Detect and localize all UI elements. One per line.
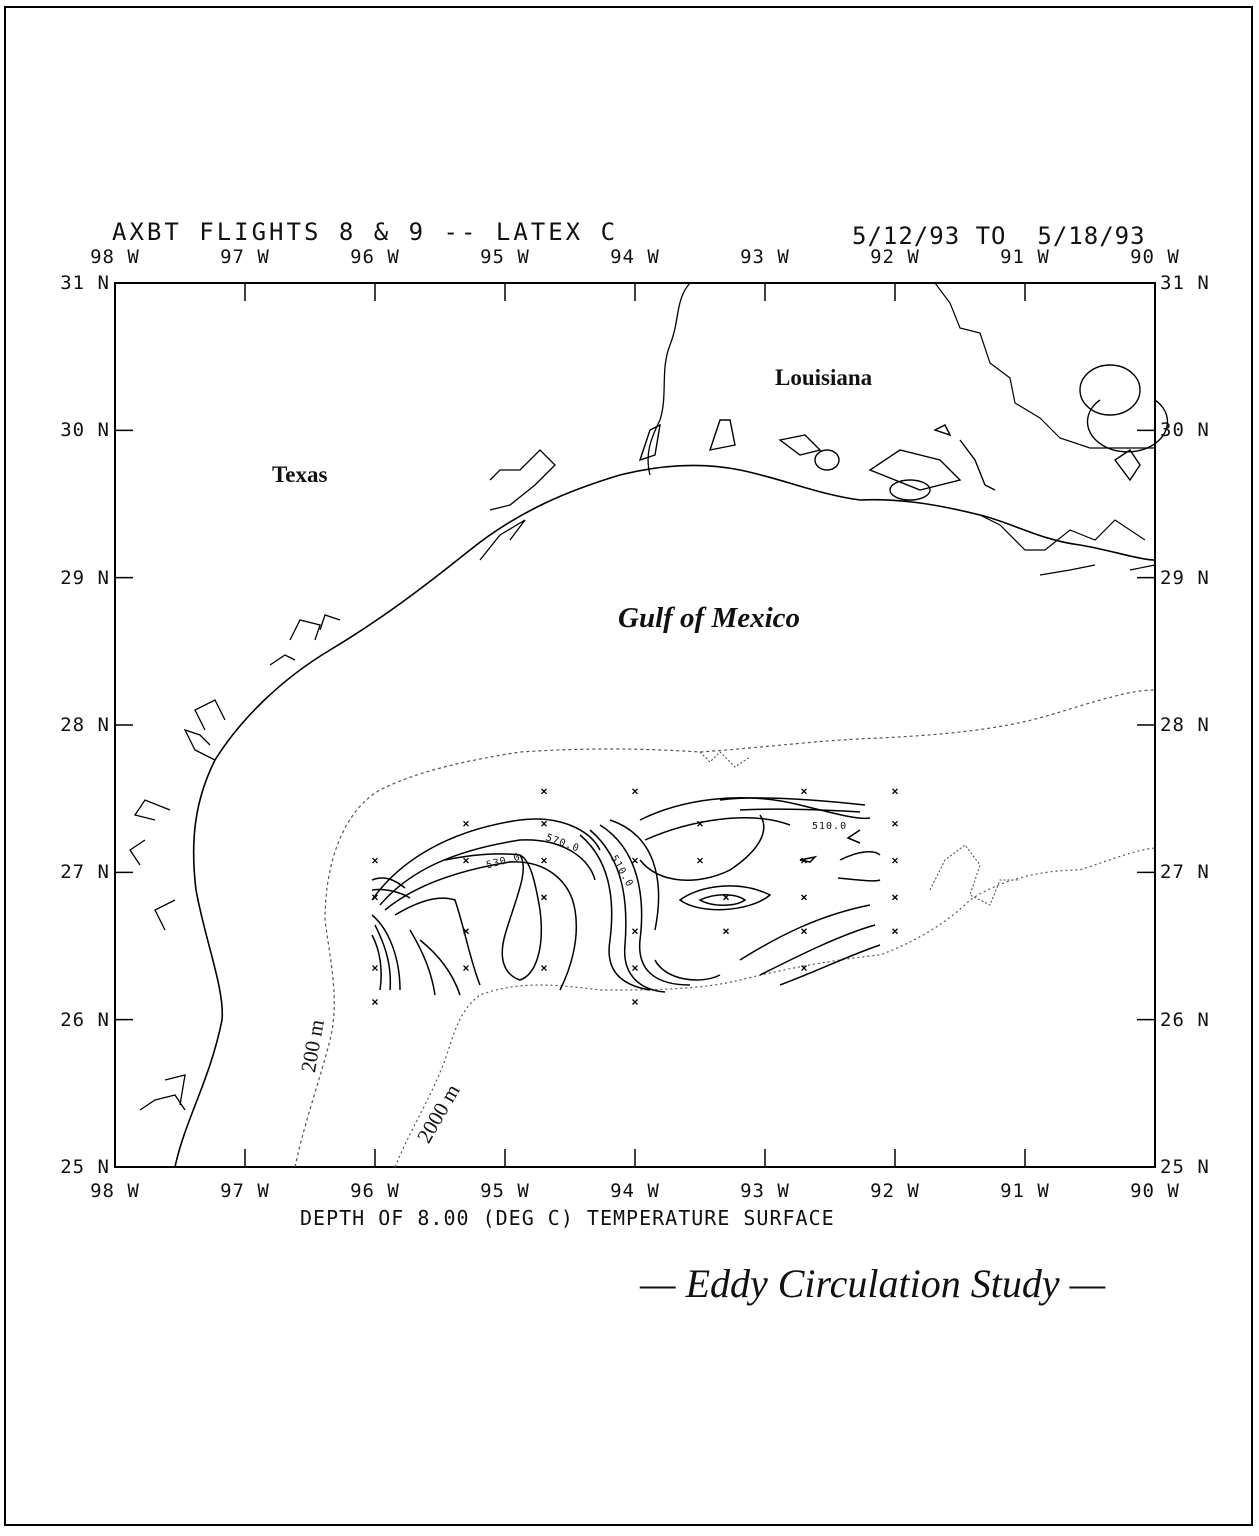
- station-marker: [723, 928, 729, 935]
- tick-label: 27 N: [60, 861, 110, 884]
- station-marker: [723, 894, 729, 901]
- station-marker: [801, 857, 807, 864]
- station-marker: [463, 928, 469, 935]
- tick-label: 28 N: [1160, 714, 1210, 736]
- station-marker: [632, 788, 638, 795]
- station-marker: [541, 820, 547, 827]
- tick-label: 26 N: [1160, 1008, 1210, 1031]
- plot-frame: [114, 282, 1156, 1168]
- river: [647, 282, 691, 476]
- tick-label: 30 N: [1160, 419, 1210, 442]
- station-marker: [372, 857, 378, 864]
- station-marker: [697, 820, 703, 827]
- station-marker: [892, 788, 898, 795]
- label-louisiana: Louisiana: [775, 365, 873, 390]
- tick-label: 31 N: [60, 272, 110, 294]
- tick-label: 98 W: [90, 246, 140, 268]
- tick-label: 94 W: [610, 246, 660, 268]
- station-marker: [541, 965, 547, 972]
- station-marker: [372, 999, 378, 1005]
- station-marker: [801, 965, 807, 972]
- station-marker: [463, 965, 469, 972]
- tick-label: 92 W: [870, 1180, 920, 1202]
- station-marker: [372, 894, 378, 901]
- tick-label: 27 N: [1160, 861, 1210, 884]
- sabine-lake: [638, 423, 661, 462]
- caption: — Eddy Circulation Study —: [640, 1261, 1106, 1306]
- tick-label: 31 N: [1160, 272, 1210, 294]
- station-marker: [463, 857, 469, 864]
- station-marker: [801, 928, 807, 935]
- tick-label: 25 N: [1160, 1156, 1210, 1178]
- station-marker: [632, 999, 638, 1005]
- tick-label: 97 W: [220, 1180, 270, 1202]
- contour-label: 510.0: [812, 821, 848, 832]
- tick-label: 90 W: [1130, 1180, 1180, 1202]
- tick-label: 90 W: [1130, 246, 1180, 268]
- tick-marks: [114, 282, 1156, 1168]
- tick-label: 95 W: [480, 1180, 530, 1202]
- isobath-2000m: [394, 847, 1156, 1168]
- tick-label: 29 N: [1160, 566, 1210, 589]
- isobath-200m: [294, 689, 1156, 1168]
- station-markers: [372, 788, 898, 1005]
- station-marker: [892, 857, 898, 864]
- tick-label: 95 W: [480, 246, 530, 268]
- station-marker: [372, 965, 378, 972]
- tick-label: 96 W: [350, 1180, 400, 1202]
- tick-label: 97 W: [220, 246, 270, 268]
- tick-label: 26 N: [60, 1008, 110, 1031]
- coastline: [174, 464, 1156, 1168]
- station-marker: [892, 820, 898, 827]
- station-marker: [541, 857, 547, 864]
- tick-label: 92 W: [870, 246, 920, 268]
- station-marker: [892, 894, 898, 901]
- station-marker: [632, 857, 638, 864]
- louisiana-lakes: [708, 364, 1169, 501]
- tick-label: 25 N: [60, 1156, 110, 1178]
- tick-label: 91 W: [1000, 246, 1050, 268]
- station-marker: [801, 894, 807, 901]
- label-texas: Texas: [272, 462, 328, 487]
- tick-label: 93 W: [740, 246, 790, 268]
- tick-label: 29 N: [60, 566, 110, 589]
- isobath-detail: [699, 751, 1020, 906]
- x-axis-label: DEPTH OF 8.00 (DEG C) TEMPERATURE SURFAC…: [300, 1206, 835, 1230]
- station-marker: [541, 894, 547, 901]
- tick-label: 93 W: [740, 1180, 790, 1202]
- tick-label: 28 N: [60, 714, 110, 736]
- station-marker: [632, 965, 638, 972]
- station-marker: [892, 928, 898, 935]
- tick-label: 94 W: [610, 1180, 660, 1202]
- texas-bays: [129, 449, 556, 1111]
- station-marker: [632, 928, 638, 935]
- page-frame: [4, 6, 1253, 1526]
- tick-label: 91 W: [1000, 1180, 1050, 1202]
- tick-label: 30 N: [60, 419, 110, 442]
- temperature-contours: [371, 797, 881, 996]
- station-marker: [463, 820, 469, 827]
- station-marker: [697, 857, 703, 864]
- label-gulf-of-mexico: Gulf of Mexico: [618, 602, 801, 634]
- map-title: AXBT FLIGHTS 8 & 9 -- LATEX C: [112, 218, 619, 246]
- station-marker: [541, 788, 547, 795]
- louisiana-delta: [934, 282, 1156, 576]
- date-range: 5/12/93 TO 5/18/93: [852, 222, 1146, 250]
- tick-label: 98 W: [90, 1180, 140, 1202]
- station-marker: [801, 788, 807, 795]
- tick-label: 96 W: [350, 246, 400, 268]
